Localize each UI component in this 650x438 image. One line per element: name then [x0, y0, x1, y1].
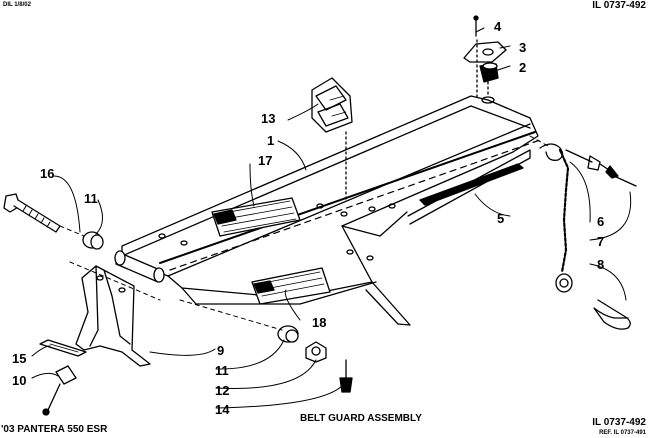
callout-17: 17: [258, 153, 273, 168]
grommet-2: [479, 62, 499, 83]
bolt-16: [3, 193, 61, 233]
clip-13: [311, 77, 353, 133]
date-code: DIL 1/8/02: [3, 2, 31, 8]
decal-18: [251, 267, 331, 305]
callout-15: 15: [12, 351, 27, 366]
rivet-4: [473, 15, 479, 37]
reference-id: REF. IL 0737-491: [599, 430, 646, 436]
bracket-9: [75, 265, 151, 367]
callout-3: 3: [519, 40, 527, 55]
bushing-11-left: [82, 231, 104, 250]
leader-lines: [31, 27, 632, 409]
push-rivet-10: [42, 365, 77, 416]
hinge-sleeve: [114, 250, 165, 283]
callout-13: 13: [261, 111, 276, 126]
illustration-id-bottom: IL 0737-492: [592, 417, 646, 428]
plate-3: [463, 41, 507, 63]
assembly-lines: [59, 135, 549, 331]
callout-16: 16: [40, 166, 55, 181]
bushing-11-right: [277, 325, 299, 343]
assembly-axis-top: [476, 39, 489, 101]
callout-2: 2: [519, 60, 527, 75]
nut-12: [305, 341, 327, 363]
callout-4: 4: [494, 19, 502, 34]
vent-strip: [419, 163, 524, 206]
illustration-id-top: IL 0737-492: [592, 0, 646, 11]
model-name: '03 PANTERA 550 ESR: [1, 424, 108, 435]
callout-18: 18: [312, 315, 327, 330]
callout-12: 12: [215, 383, 230, 398]
decal-17: [211, 197, 301, 237]
callout-11-right: 11: [215, 363, 229, 378]
callout-10: 10: [12, 373, 27, 388]
callout-9: 9: [217, 343, 225, 358]
callout-1: 1: [267, 133, 275, 148]
callout-11-left: 11: [84, 191, 98, 206]
callout-6: 6: [597, 214, 605, 229]
belt-guard-body: [121, 95, 541, 326]
callout-7: 7: [597, 234, 605, 249]
callout-5: 5: [497, 211, 505, 226]
callout-8: 8: [597, 257, 605, 272]
callout-14: 14: [215, 402, 230, 417]
strap-15: [39, 339, 87, 357]
assembly-caption: BELT GUARD ASSEMBLY: [300, 413, 422, 424]
tether-cable: [539, 143, 637, 293]
r-clip-8: [593, 299, 631, 330]
rivet-14: [339, 359, 353, 393]
